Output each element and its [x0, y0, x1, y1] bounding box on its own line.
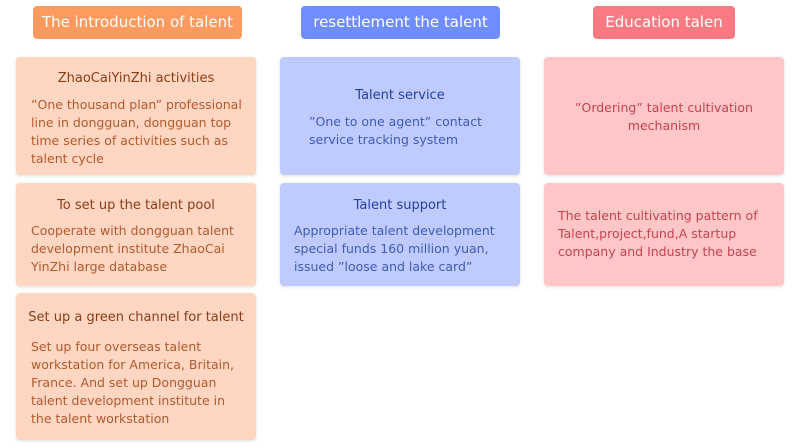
- card-body: Appropriate talent development special f…: [294, 222, 495, 276]
- card-green-channel: Set up a green channel for talent Set up…: [16, 293, 256, 440]
- card-talent-pool: To set up the talent pool Cooperate with…: [16, 183, 256, 286]
- card-body-line: The talent cultivating pattern of: [558, 208, 758, 223]
- card-title: ZhaoCaiYinZhi activities: [57, 71, 215, 86]
- card-body-line: company and Industry the base: [558, 244, 757, 259]
- card-body-line: issued ”loose and lake card”: [294, 259, 473, 274]
- card-body-line: YinZhi large database: [31, 259, 168, 274]
- card-body-line: special funds 160 million yuan,: [294, 241, 489, 256]
- card-title: Set up a green channel for talent: [28, 310, 244, 325]
- card-body: ”One to one agent” contact service track…: [309, 113, 482, 149]
- card-title: Talent service: [355, 88, 445, 103]
- card-body-line: talent development institute in: [31, 393, 226, 408]
- card-talent-service: Talent service ”One to one agent” contac…: [280, 57, 520, 175]
- card-talent-support: Talent support Appropriate talent develo…: [280, 183, 520, 286]
- card-body-line: workstation for America, Britain,: [31, 357, 235, 372]
- card-body: The talent cultivating pattern of Talent…: [558, 207, 758, 261]
- card-body-line: service tracking system: [309, 132, 459, 147]
- column-header-education: Education talen: [593, 6, 735, 39]
- column-header-resettlement: resettlement the talent: [301, 6, 500, 39]
- card-body-line: line in dongguan, dongguan top: [31, 115, 232, 130]
- card-body-line: Set up four overseas talent: [31, 339, 202, 354]
- card-title: Talent support: [353, 198, 447, 213]
- card-zhaocaiyinzhi-activities: ZhaoCaiYinZhi activities ”One thousand p…: [16, 57, 256, 175]
- card-body: Set up four overseas talent workstation …: [31, 338, 234, 428]
- card-body-line: ”One thousand plan” professional: [31, 97, 242, 112]
- card-body-line: development institute ZhaoCai: [31, 241, 225, 256]
- card-body-line: ”Ordering” talent cultivation: [575, 100, 753, 115]
- card-body-line: time series of activities such as: [31, 133, 228, 148]
- card-body: ”Ordering” talent cultivation mechanism: [544, 99, 784, 135]
- card-body-line: Cooperate with dongguan talent: [31, 223, 234, 238]
- card-body: ”One thousand plan” professional line in…: [31, 96, 242, 168]
- card-ordering-cultivation: ”Ordering” talent cultivation mechanism: [544, 57, 784, 175]
- card-body-line: mechanism: [627, 118, 701, 133]
- card-body-line: talent cycle: [31, 151, 104, 166]
- card-body-line: ”One to one agent” contact: [309, 114, 482, 129]
- card-cultivating-pattern: The talent cultivating pattern of Talent…: [544, 183, 784, 286]
- card-body-line: Talent,project,fund,A startup: [558, 226, 737, 241]
- card-body-line: the talent workstation: [31, 411, 170, 426]
- card-title: To set up the talent pool: [57, 198, 215, 213]
- card-body-line: Appropriate talent development: [294, 223, 495, 238]
- card-body: Cooperate with dongguan talent developme…: [31, 222, 234, 276]
- column-header-introduction: The introduction of talent: [33, 6, 242, 39]
- card-body-line: France. And set up Dongguan: [31, 375, 217, 390]
